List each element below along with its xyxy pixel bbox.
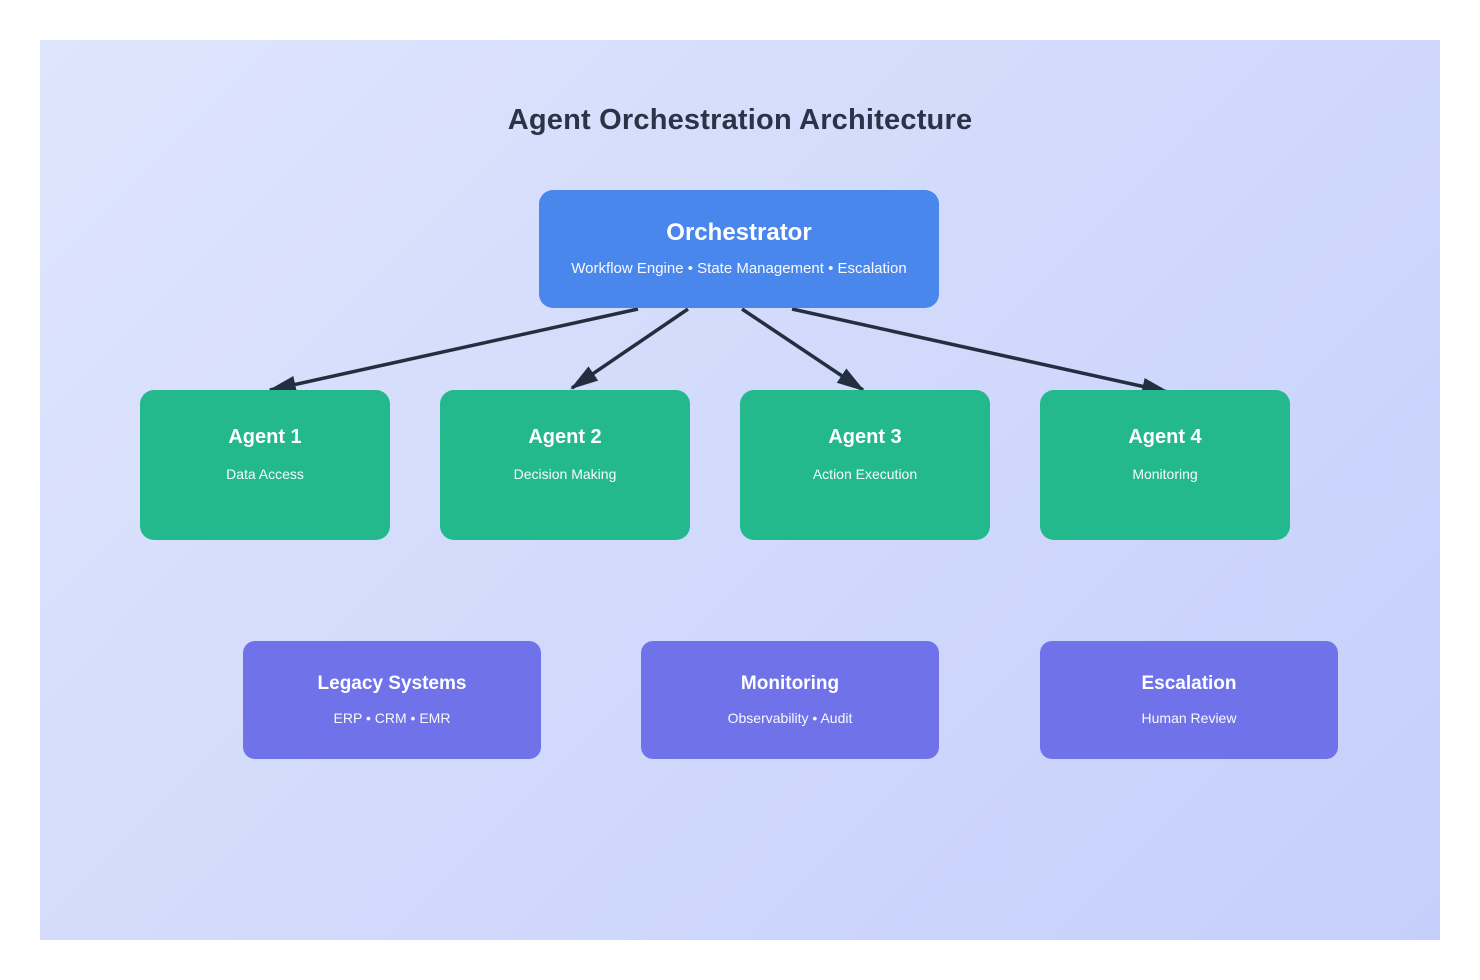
orchestrator-subtitle: Workflow Engine • State Management • Esc… — [571, 260, 907, 277]
agent-4-title: Agent 4 — [1128, 426, 1202, 448]
legacy-systems-title: Legacy Systems — [317, 673, 467, 694]
node-escalation: Escalation Human Review — [1040, 641, 1338, 759]
monitoring-title: Monitoring — [740, 673, 840, 694]
agent-2-title: Agent 2 — [528, 426, 602, 448]
node-monitoring: Monitoring Observability • Audit — [641, 641, 939, 759]
legacy-systems-subtitle: ERP • CRM • EMR — [333, 710, 451, 726]
node-agent-1: Agent 1 Data Access — [140, 390, 390, 540]
node-agent-2: Agent 2 Decision Making — [440, 390, 690, 540]
arrow-orchestrator-to-agent-4 — [791, 307, 1171, 395]
agent-3-title: Agent 3 — [828, 426, 902, 448]
orchestrator-title: Orchestrator — [666, 219, 812, 246]
arrow-orchestrator-to-agent-3 — [741, 307, 865, 392]
escalation-subtitle: Human Review — [1141, 710, 1237, 726]
arrow-orchestrator-to-agent-2 — [570, 307, 689, 390]
agent-4-subtitle: Monitoring — [1132, 466, 1198, 482]
agent-1-title: Agent 1 — [228, 426, 302, 448]
arrow-orchestrator-to-agent-1 — [267, 307, 639, 393]
node-agent-3: Agent 3 Action Execution — [740, 390, 990, 540]
escalation-title: Escalation — [1141, 673, 1237, 694]
orchestrator-edges — [267, 307, 1171, 395]
agent-3-subtitle: Action Execution — [812, 466, 918, 482]
diagram-canvas: Agent Orchestration Architecture Orchest… — [40, 40, 1440, 940]
node-legacy-systems: Legacy Systems ERP • CRM • EMR — [243, 641, 541, 759]
node-agent-4: Agent 4 Monitoring — [1040, 390, 1290, 540]
agent-1-subtitle: Data Access — [226, 466, 304, 482]
monitoring-subtitle: Observability • Audit — [727, 710, 853, 726]
agent-2-subtitle: Decision Making — [513, 466, 617, 482]
page-title: Agent Orchestration Architecture — [507, 104, 973, 136]
node-orchestrator: Orchestrator Workflow Engine • State Man… — [539, 190, 939, 308]
